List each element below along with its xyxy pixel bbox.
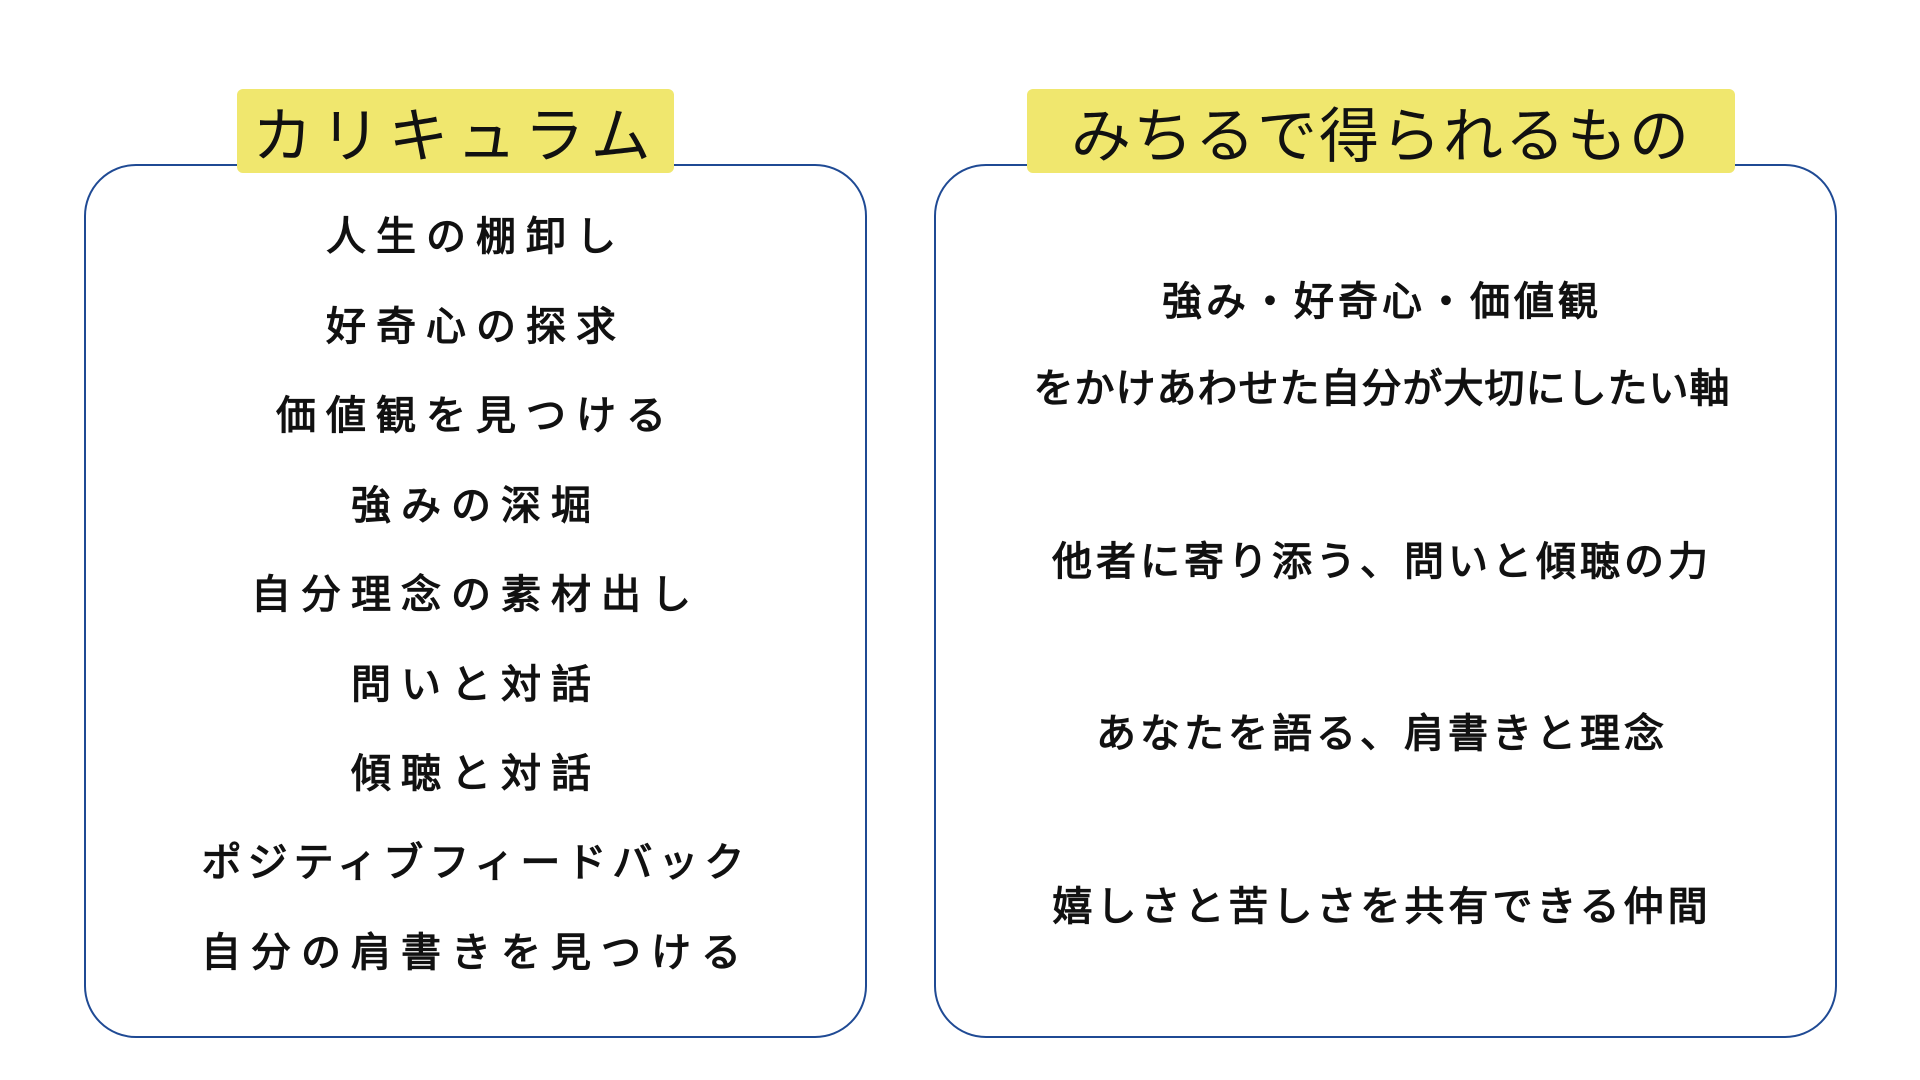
curriculum-item: 自分理念の素材出し	[251, 572, 701, 618]
curriculum-item: 価値観を見つける	[276, 393, 676, 439]
curriculum-title: カリキュラム	[237, 89, 674, 173]
benefits-panel	[934, 164, 1837, 1038]
benefits-title: みちるで得られるもの	[1027, 89, 1735, 173]
curriculum-item: 問いと対話	[351, 662, 601, 708]
benefit-item: 嬉しさと苦しさを共有できる仲間	[1052, 884, 1712, 930]
benefit-item: 他者に寄り添う、問いと傾聴の力	[1052, 539, 1712, 585]
curriculum-item: ポジティブフィードバック	[201, 840, 751, 886]
benefit-item: あなたを語る、肩書きと理念	[1096, 711, 1668, 757]
curriculum-item: 傾聴と対話	[351, 751, 601, 797]
benefit-item: をかけあわせた自分が大切にしたい軸	[1033, 366, 1731, 412]
curriculum-item: 強みの深堀	[351, 483, 601, 529]
benefit-item: 強み・好奇心・価値観	[1162, 279, 1602, 325]
curriculum-item: 人生の棚卸し	[326, 214, 626, 260]
curriculum-item: 好奇心の探求	[326, 304, 626, 350]
curriculum-item: 自分の肩書きを見つける	[201, 930, 751, 976]
curriculum-panel	[84, 164, 867, 1038]
